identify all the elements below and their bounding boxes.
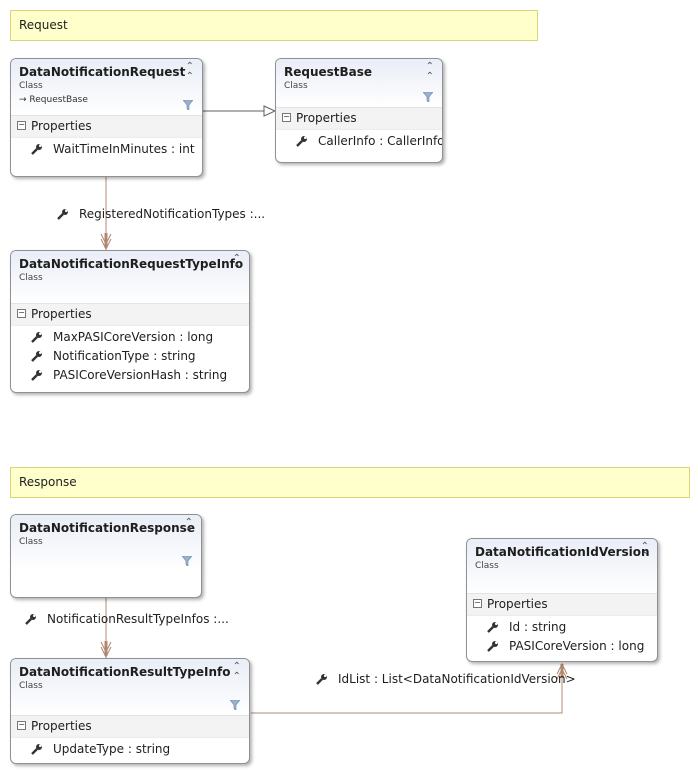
wrench-icon bbox=[487, 640, 498, 652]
collapse-minus-icon[interactable]: − bbox=[17, 308, 26, 318]
class-shape-datanotificationidversion[interactable]: DataNotificationIdVersion Class ⌃⌃ −Prop… bbox=[466, 538, 658, 662]
association-results-connector[interactable] bbox=[100, 598, 112, 659]
response-group[interactable]: Response bbox=[10, 467, 690, 498]
association-label-results[interactable]: NotificationResultTypeInfos :... bbox=[25, 611, 229, 627]
property-row[interactable]: Id : string bbox=[467, 618, 657, 637]
class-name: RequestBase bbox=[284, 65, 373, 79]
class-shape-datanotificationresulttypeinfo[interactable]: DataNotificationResultTypeInfo Class ⌃⌃ … bbox=[10, 658, 250, 764]
collapse-chevron-icon[interactable]: ⌃⌃ bbox=[184, 517, 193, 538]
property-row[interactable]: PASICoreVersion : long bbox=[467, 637, 657, 656]
wrench-icon bbox=[31, 743, 42, 755]
property-row[interactable]: MaxPASICoreVersion : long bbox=[11, 328, 249, 347]
property-row[interactable]: WaitTimeInMinutes : int bbox=[11, 140, 202, 159]
class-shape-datanotificationrequest[interactable]: DataNotificationRequest Class → RequestB… bbox=[10, 58, 203, 177]
request-group[interactable]: Request bbox=[10, 10, 538, 41]
class-name: DataNotificationResponse bbox=[19, 521, 195, 535]
class-kind: Class bbox=[19, 81, 43, 91]
filter-funnel-icon[interactable] bbox=[423, 92, 433, 102]
class-shape-datanotificationresponse[interactable]: DataNotificationResponse Class ⌃⌃ bbox=[10, 514, 202, 598]
class-name: DataNotificationIdVersion bbox=[475, 545, 650, 559]
inheritance-arrow-icon: → bbox=[19, 95, 27, 105]
class-kind: Class bbox=[284, 81, 308, 91]
class-name: DataNotificationRequestTypeInfo bbox=[19, 257, 244, 271]
filter-funnel-icon[interactable] bbox=[183, 100, 193, 110]
property-row[interactable]: CallerInfo : CallerInfo bbox=[276, 132, 442, 151]
collapse-chevron-icon[interactable]: ⌃⌃ bbox=[185, 61, 194, 82]
wrench-icon bbox=[31, 369, 42, 381]
request-group-label: Request bbox=[19, 18, 68, 32]
collapse-chevron-icon[interactable]: ⌃⌃ bbox=[425, 61, 434, 82]
wrench-icon bbox=[31, 331, 42, 343]
property-row[interactable]: UpdateType : string bbox=[11, 740, 249, 759]
properties-section-header[interactable]: −Properties bbox=[11, 115, 202, 138]
collapse-minus-icon[interactable]: − bbox=[282, 112, 291, 122]
property-row[interactable]: NotificationType : string bbox=[11, 347, 249, 366]
properties-section-header[interactable]: −Properties bbox=[11, 303, 249, 326]
collapse-chevron-icon[interactable]: ⌃⌃ bbox=[232, 253, 241, 274]
association-idlist-connector[interactable] bbox=[251, 662, 568, 714]
properties-section-header[interactable]: −Properties bbox=[276, 107, 442, 130]
class-kind: Class bbox=[19, 273, 43, 283]
collapse-minus-icon[interactable]: − bbox=[17, 720, 26, 730]
filter-funnel-icon[interactable] bbox=[182, 556, 192, 566]
wrench-icon bbox=[316, 673, 327, 685]
association-label-idlist[interactable]: IdList : List<DataNotificationIdVersion> bbox=[316, 671, 576, 687]
association-label-registered[interactable]: RegisteredNotificationTypes :... bbox=[57, 206, 265, 222]
collapse-minus-icon[interactable]: − bbox=[17, 120, 26, 130]
properties-section-header[interactable]: −Properties bbox=[11, 715, 249, 738]
class-kind: Class bbox=[475, 561, 499, 571]
base-class-name: RequestBase bbox=[29, 95, 88, 105]
class-kind: Class bbox=[19, 681, 43, 691]
response-group-label: Response bbox=[19, 475, 77, 489]
collapse-chevron-icon[interactable]: ⌃⌃ bbox=[640, 541, 649, 562]
class-name: DataNotificationResultTypeInfo bbox=[19, 665, 231, 679]
wrench-icon bbox=[487, 621, 498, 633]
filter-funnel-icon[interactable] bbox=[230, 700, 240, 710]
inheritance-connector[interactable] bbox=[203, 105, 277, 117]
wrench-icon bbox=[57, 208, 68, 220]
collapse-chevron-icon[interactable]: ⌃⌃ bbox=[232, 661, 241, 682]
class-kind: Class bbox=[19, 537, 43, 547]
base-class-label: → RequestBase bbox=[19, 94, 194, 107]
wrench-icon bbox=[25, 613, 36, 625]
collapse-minus-icon[interactable]: − bbox=[473, 598, 482, 608]
properties-section-header[interactable]: −Properties bbox=[467, 593, 657, 616]
class-name: DataNotificationRequest bbox=[19, 65, 186, 79]
wrench-icon bbox=[296, 135, 307, 147]
property-row[interactable]: PASICoreVersionHash : string bbox=[11, 366, 249, 385]
wrench-icon bbox=[31, 350, 42, 362]
class-shape-datanotificationrequesttypeinfo[interactable]: DataNotificationRequestTypeInfo Class ⌃⌃… bbox=[10, 250, 250, 393]
wrench-icon bbox=[31, 143, 42, 155]
class-shape-requestbase[interactable]: RequestBase Class ⌃⌃ −Properties CallerI… bbox=[275, 58, 443, 163]
association-registered-connector[interactable] bbox=[100, 177, 112, 251]
